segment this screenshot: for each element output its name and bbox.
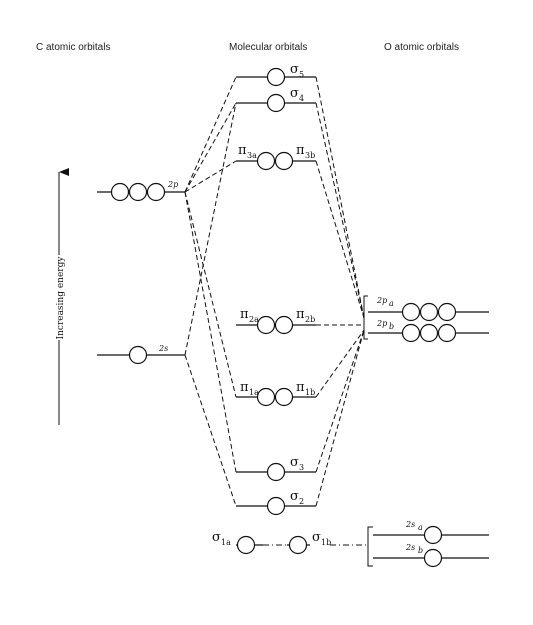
mo-sigma5-symbol: σ <box>290 62 299 77</box>
o-2sb-orbital <box>423 548 443 568</box>
mo-pi2b-subscript: 2b <box>305 315 315 324</box>
mo-sigma1b-symbol: σ <box>312 530 321 545</box>
o-2pa-orbital-3 <box>437 302 457 322</box>
c-2p-orbital-3 <box>146 182 166 202</box>
mo-pi3a-subscript: 3a <box>247 151 257 160</box>
mo-sigma3-subscript: 3 <box>299 463 304 472</box>
o-2pb-label: 2p <box>376 319 387 328</box>
mo-sigma4-level: σ 4 <box>236 86 316 113</box>
mo-sigma1b-subscript: 1b <box>321 538 331 547</box>
c-2s-level: 2s <box>97 344 185 365</box>
header-o-atomic-orbitals: O atomic orbitals <box>384 42 459 53</box>
mo-sigma4-symbol: σ <box>290 86 299 101</box>
c-2s-label: 2s <box>158 344 168 353</box>
o-2sa-level: 2s a <box>373 520 489 545</box>
mo-pi2b-symbol: π <box>296 307 305 322</box>
o-2sa-orbital <box>423 525 443 545</box>
c-2p-orbital-1 <box>110 182 130 202</box>
mo-sigma2-level: σ 2 <box>236 489 316 516</box>
mo-pi2a-symbol: π <box>240 307 249 322</box>
o-2p-bracket <box>363 295 368 340</box>
mo-sigma1a-orbital <box>236 535 256 555</box>
c-2s-orbital <box>128 345 148 365</box>
mo-sigma5-orbital <box>266 67 286 87</box>
mo-pi1b-subscript: 1b <box>305 388 315 397</box>
header-molecular-orbitals: Molecular orbitals <box>229 42 307 53</box>
correlation-lines-c2s <box>184 102 237 507</box>
o-2pb-orbital-1 <box>401 323 421 343</box>
o-2pa-orbital-2 <box>419 302 439 322</box>
mo-pi3b-symbol: π <box>296 143 305 158</box>
mo-pi2-level: π 2a π 2b <box>236 307 316 335</box>
o-2pb-orbital-2 <box>419 323 439 343</box>
correlation-lines-o2p <box>315 76 365 507</box>
mo-sigma5-level: σ 5 <box>236 62 316 87</box>
mo-sigma5-subscript: 5 <box>299 70 304 79</box>
mo-sigma1a-subscript: 1a <box>221 538 231 547</box>
mo-pi3a-orbital <box>256 151 276 171</box>
mo-pi2a-subscript: 2a <box>249 315 259 324</box>
o-2pa-label: 2p <box>376 296 387 305</box>
o-2sb-subscript: b <box>418 546 423 555</box>
mo-pi1b-orbital <box>274 387 294 407</box>
energy-axis-label: Increasing energy <box>56 256 66 340</box>
mo-pi1a-symbol: π <box>240 380 249 395</box>
mo-pi3b-orbital <box>274 151 294 171</box>
o-2sb-level: 2s b <box>373 543 489 568</box>
mo-pi3a-symbol: π <box>238 143 247 158</box>
mo-pi1-level: π 1a π 1b <box>236 380 316 407</box>
o-2pb-orbital-3 <box>437 323 457 343</box>
o-2s-bracket <box>367 526 373 567</box>
mo-sigma2-orbital <box>266 496 286 516</box>
o-2pb-level: 2p b <box>368 319 489 343</box>
mo-sigma4-orbital <box>266 93 286 113</box>
c-2p-level: 2p <box>97 180 185 202</box>
header-c-atomic-orbitals: C atomic orbitals <box>36 42 110 53</box>
mo-sigma3-orbital <box>266 462 286 482</box>
o-2pa-subscript: a <box>389 299 394 308</box>
o-2sa-label: 2s <box>405 520 415 529</box>
c-2p-orbital-2 <box>128 182 148 202</box>
o-2sb-label: 2s <box>405 543 415 552</box>
mo-pi1a-orbital <box>256 387 276 407</box>
mo-pi1a-subscript: 1a <box>249 388 259 397</box>
mo-pi2b-orbital <box>274 315 294 335</box>
o-2pb-subscript: b <box>389 322 394 331</box>
mo-sigma2-subscript: 2 <box>299 497 304 506</box>
mo-sigma4-subscript: 4 <box>299 94 304 103</box>
o-2sa-subscript: a <box>418 523 423 532</box>
correlation-lines-c2p <box>184 76 237 473</box>
mo-pi1b-symbol: π <box>296 380 305 395</box>
mo-sigma1a-symbol: σ <box>212 530 221 545</box>
mo-sigma3-level: σ 3 <box>236 455 316 482</box>
mo-sigma2-symbol: σ <box>290 489 299 504</box>
energy-axis: Increasing energy <box>56 168 69 425</box>
mo-pi2a-orbital <box>256 315 276 335</box>
o-2pa-orbital-1 <box>401 302 421 322</box>
mo-sigma1-level: σ 1a σ 1b <box>212 530 366 555</box>
mo-pi3-level: π 3a π 3b <box>236 143 316 171</box>
mo-sigma1b-orbital <box>288 535 308 555</box>
o-2pa-level: 2p a <box>368 296 489 322</box>
c-2p-label: 2p <box>167 180 178 189</box>
mo-sigma3-symbol: σ <box>290 455 299 470</box>
mo-pi3b-subscript: 3b <box>305 151 315 160</box>
